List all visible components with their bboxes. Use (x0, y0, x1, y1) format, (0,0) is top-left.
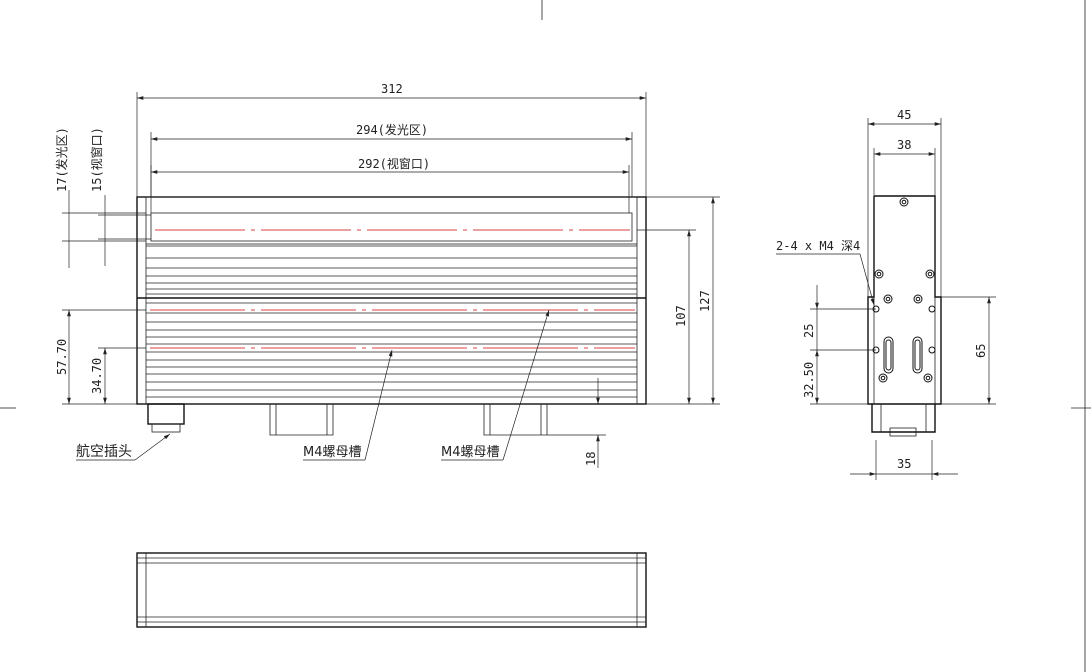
dim-15: 15(视窗口) (89, 127, 104, 192)
callout-nut-slot-1: M4螺母槽 (303, 445, 362, 460)
dim-34-70: 34.70 (90, 358, 104, 394)
front-callouts: 航空插头 M4螺母槽 M4螺母槽 (76, 309, 550, 461)
dim-65: 65 (974, 344, 988, 358)
dim-32-50: 32.50 (802, 362, 816, 398)
side-dimensions: 45 38 35 65 25 32.50 2-4 x M4 深4 (776, 108, 996, 480)
dim-107: 107 (674, 305, 688, 327)
dim-312: 312 (381, 82, 403, 96)
bottom-view (136, 552, 647, 628)
dim-18: 18 (584, 452, 598, 466)
dim-45: 45 (897, 108, 911, 122)
dim-17: 17(发光区) (54, 127, 69, 192)
front-dimensions: 312 294(发光区) 292(视窗口) 17(发光区) 15(视窗口) 57… (54, 82, 720, 468)
callout-nut-slot-2: M4螺母槽 (441, 445, 500, 460)
dim-57-70: 57.70 (55, 339, 69, 375)
dim-292: 292(视窗口) (358, 156, 430, 171)
callout-connector: 航空插头 (76, 444, 132, 460)
callout-holes: 2-4 x M4 深4 (776, 239, 860, 253)
dim-294: 294(发光区) (356, 122, 428, 137)
dim-25: 25 (802, 324, 816, 338)
dim-35: 35 (897, 457, 911, 471)
side-view (867, 195, 942, 437)
dim-38: 38 (897, 138, 911, 152)
front-view (136, 196, 647, 436)
dim-127: 127 (698, 290, 712, 312)
